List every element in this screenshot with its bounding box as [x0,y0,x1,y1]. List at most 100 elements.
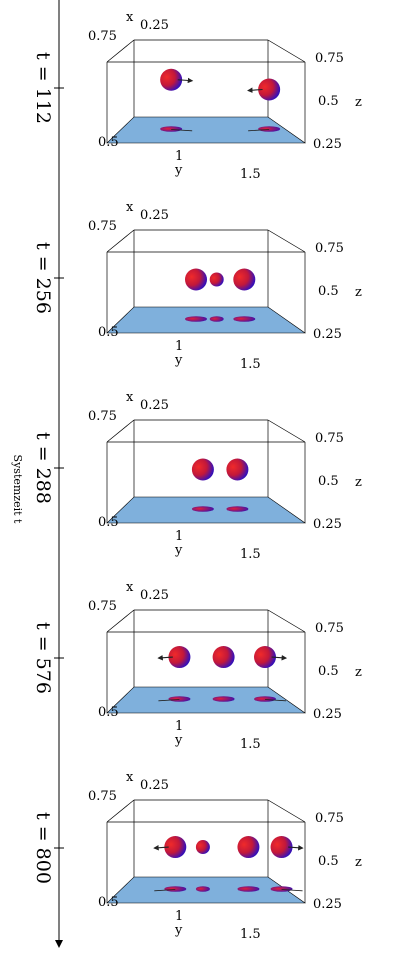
y-tick-label: 0.5 [98,135,119,150]
x-tick-label: 0.75 [88,219,117,234]
timeline: Systemzeit t [11,0,63,948]
z-axis-title: z [355,95,362,110]
shadow-velocity-arrow [171,129,193,132]
particle-sphere [212,646,235,669]
y-axis-title: y [174,163,183,178]
y-tick-label: 1.5 [240,737,261,752]
z-tick-label: 0.5 [318,94,339,109]
velocity-arrow [271,655,288,661]
shadow-velocity-arrow [158,699,180,702]
z-tick-label: 0.5 [318,474,339,489]
shadow-velocity-arrow [154,889,176,892]
y-tick-label: 1 [175,149,183,164]
time-label: t = 800 [32,812,54,884]
velocity-arrow [177,77,194,84]
x-axis-title: x [126,200,134,215]
time-label: t = 112 [32,52,54,124]
particle-sphere [168,646,191,669]
time-label: t = 256 [32,242,54,314]
box-edge [106,799,135,823]
particle-sphere [164,836,187,859]
time-label: t = 576 [32,622,54,694]
z-tick-label: 0.75 [315,51,344,66]
particle-shadow [164,886,187,892]
y-axis-title: y [174,353,183,368]
z-tick-label: 0.25 [313,137,342,152]
z-axis-title: z [355,475,362,490]
z-axis-title: z [355,285,362,300]
z-axis-title: z [355,665,362,680]
box-edge [267,39,306,63]
particle-shadow [258,126,281,132]
particle-sphere [237,836,260,859]
y-tick-label: 1 [175,909,183,924]
x-tick-label: 0.75 [88,409,117,424]
x-axis-title: x [126,390,134,405]
particle-sphere [233,268,256,291]
z-tick-label: 0.25 [313,517,342,532]
particle-shadow [254,696,276,702]
box-edge [267,609,306,633]
velocity-arrow [153,845,169,851]
z-axis-title: z [355,855,362,870]
particle-sphere [195,840,210,855]
y-tick-label: 0.5 [98,895,119,910]
z-tick-label: 0.25 [313,327,342,342]
x-tick-label: 0.25 [140,778,169,793]
particle-sphere [209,272,224,287]
z-tick-label: 0.75 [315,621,344,636]
particle-shadow [209,316,224,322]
particle-shadow [237,886,260,892]
x-axis-title: x [126,580,134,595]
y-axis-title: y [174,923,183,938]
x-tick-label: 0.25 [140,398,169,413]
particle-shadow [212,696,235,702]
z-tick-label: 0.75 [315,431,344,446]
y-axis-title: y [174,543,183,558]
box-edge [106,419,135,443]
z-tick-label: 0.75 [315,811,344,826]
y-axis-title: y [174,733,183,748]
velocity-arrow [247,87,263,93]
x-tick-label: 0.25 [140,208,169,223]
box-edge [267,419,306,443]
particle-shadow [226,506,249,512]
particle-sphere [185,268,207,291]
particle-shadow [185,316,207,322]
shadow-velocity-arrow [281,889,303,892]
particle-shadow [233,316,256,322]
x-tick-label: 0.25 [140,18,169,33]
timeline-label: Systemzeit t [11,455,24,524]
particle-sphere [191,458,214,481]
box-edge [106,229,135,253]
shadow-velocity-arrow [248,129,270,132]
x-tick-label: 0.75 [88,789,117,804]
y-tick-label: 1.5 [240,547,261,562]
y-tick-label: 1 [175,339,183,354]
x-tick-label: 0.75 [88,599,117,614]
box-edge [267,799,306,823]
particle-shadow [195,886,210,892]
x-tick-label: 0.75 [88,29,117,44]
particle-sphere [160,68,183,91]
z-tick-label: 0.5 [318,664,339,679]
y-tick-label: 1 [175,719,183,734]
velocity-arrow [157,655,173,661]
particle-shadow [270,886,293,892]
y-tick-label: 1.5 [240,357,261,372]
z-tick-label: 0.75 [315,241,344,256]
y-tick-label: 0.5 [98,705,119,720]
box-edge [267,229,306,253]
z-tick-label: 0.5 [318,284,339,299]
x-axis-title: x [126,770,134,785]
x-tick-label: 0.25 [140,588,169,603]
box-edge [106,39,135,63]
y-tick-label: 1.5 [240,167,261,182]
particle-sphere [258,78,281,101]
